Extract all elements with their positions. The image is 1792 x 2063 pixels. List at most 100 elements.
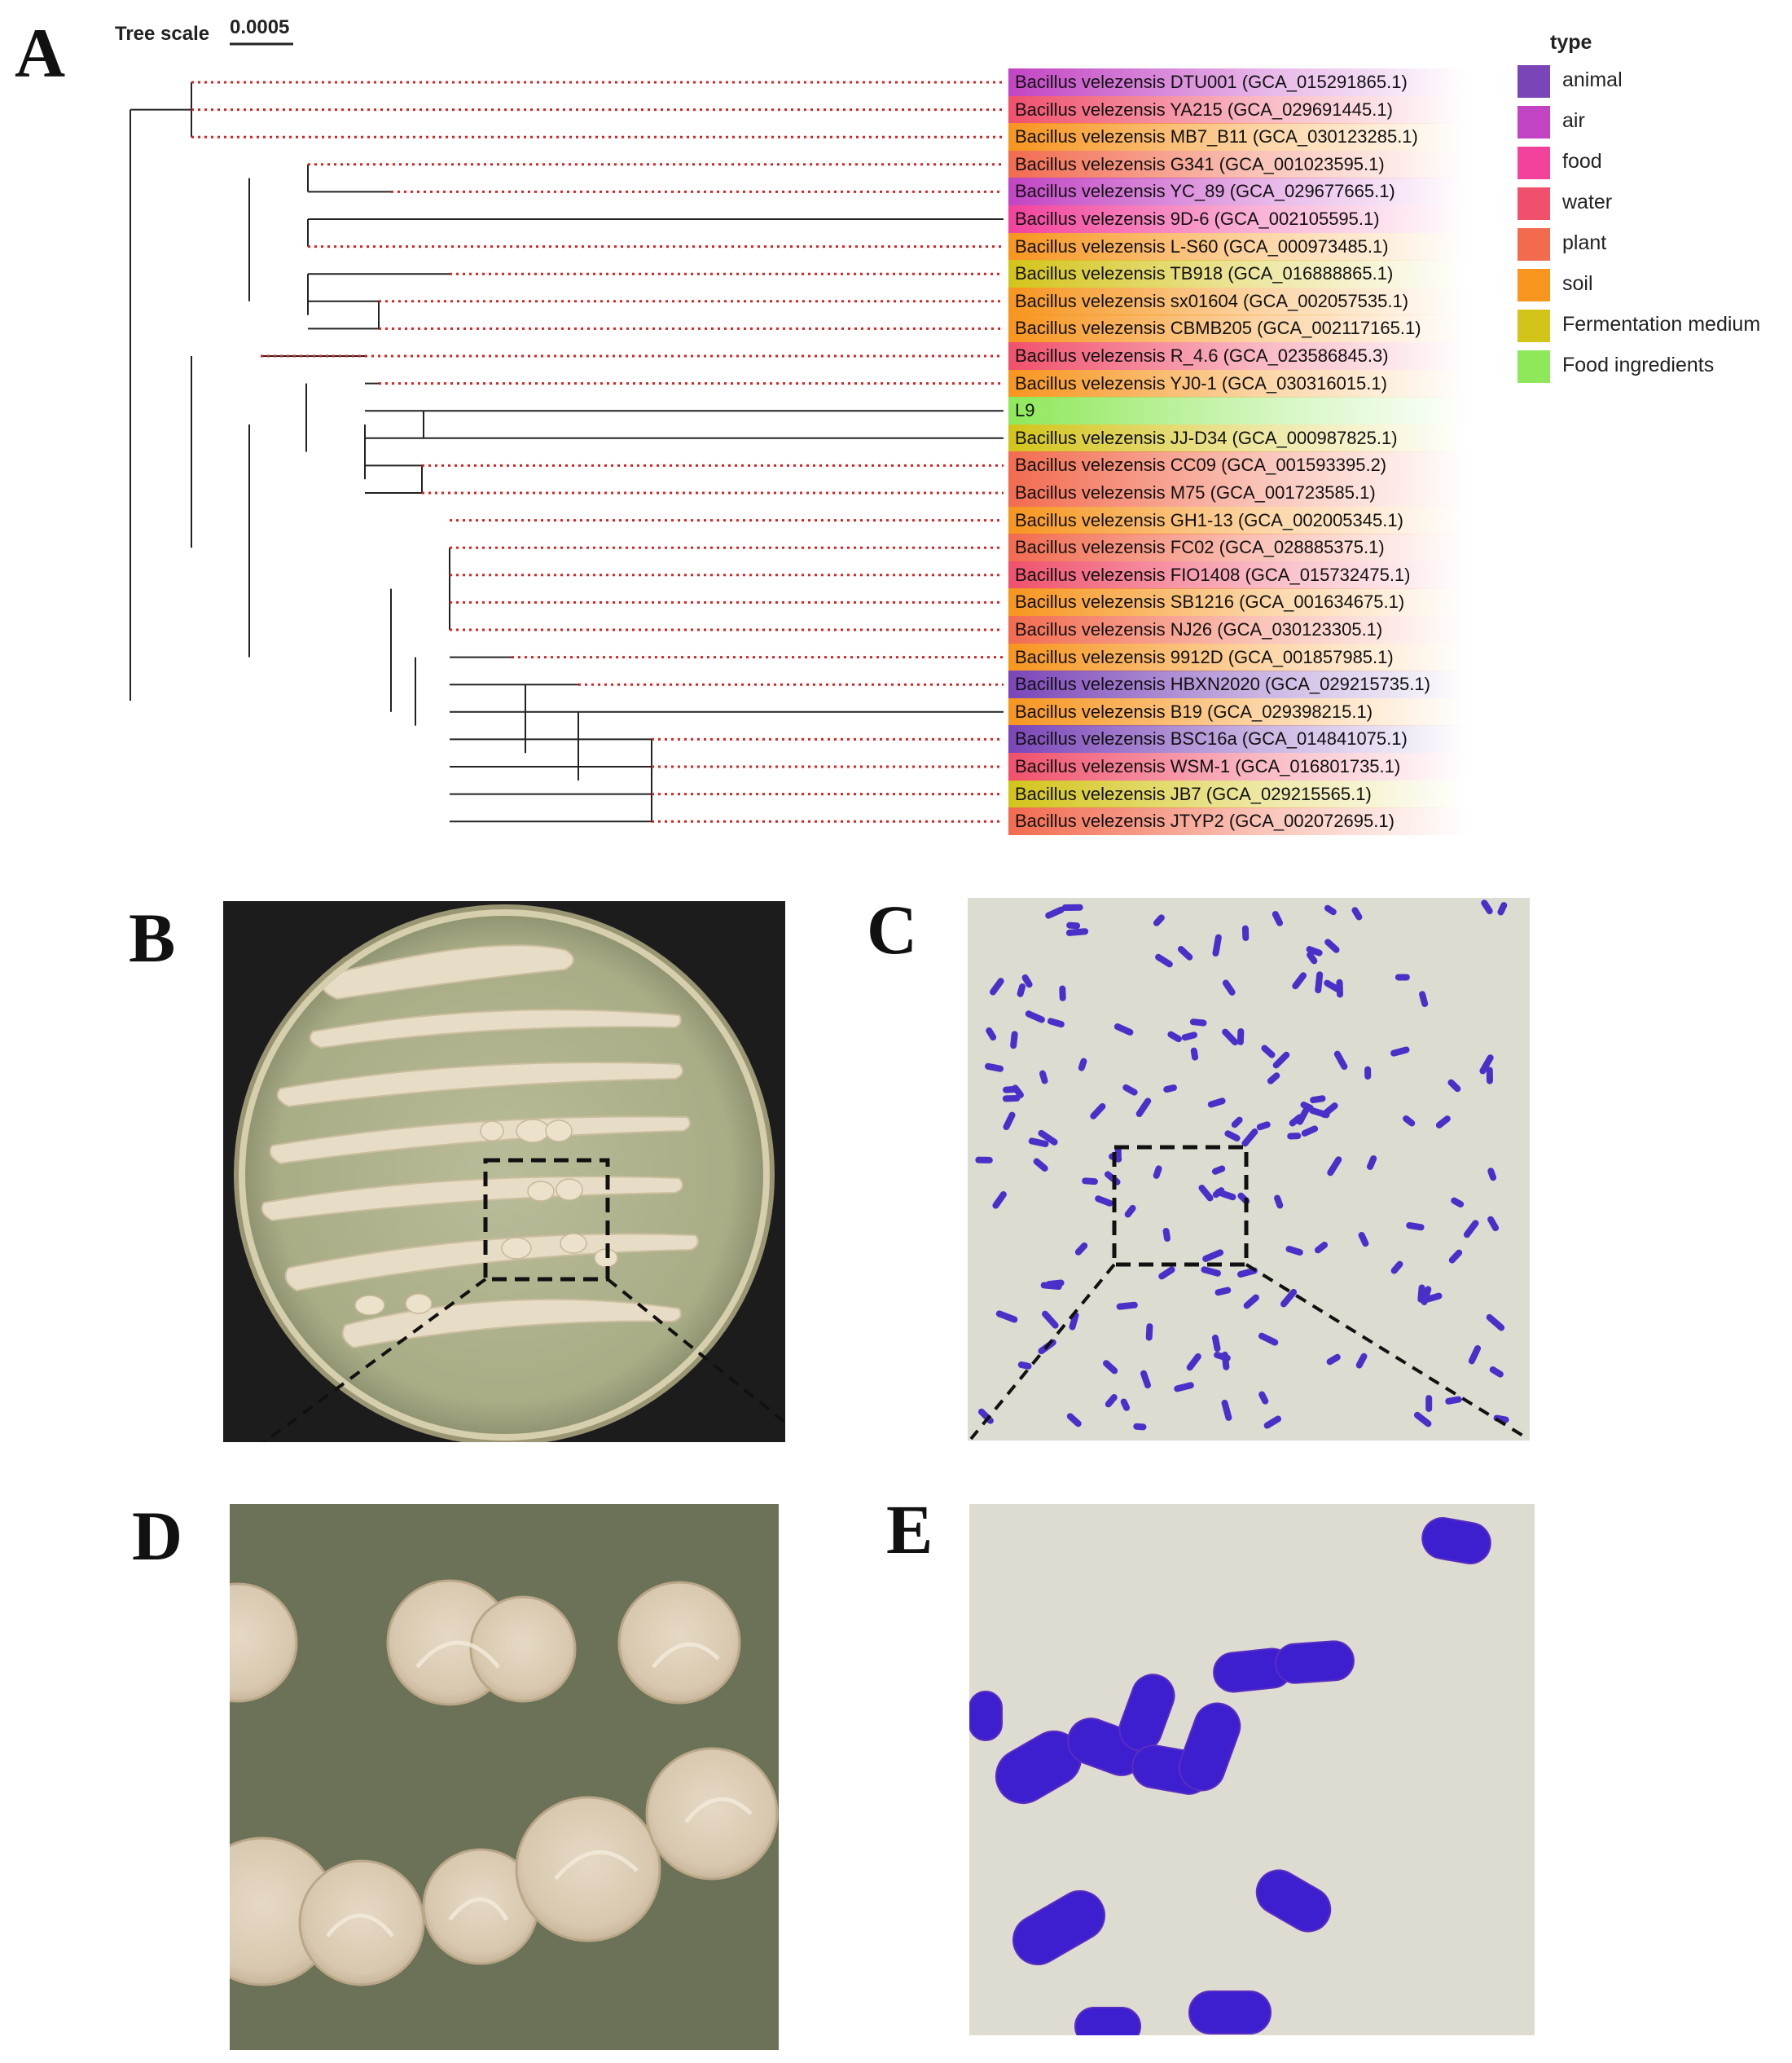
bacterium-rod	[1045, 1279, 1065, 1288]
legend-label: soil	[1562, 272, 1593, 295]
panel-label-b: B	[129, 899, 176, 977]
legend-label: Food ingredients	[1562, 354, 1715, 376]
bacterium-rod	[1133, 1423, 1147, 1431]
bacterium-rod	[1287, 1133, 1302, 1140]
bacterium-rod	[986, 1027, 997, 1041]
bacterium-rod	[1082, 1177, 1098, 1185]
bacterium-rod	[1158, 1266, 1175, 1280]
bacterium-rod	[1163, 1084, 1177, 1093]
bacterium-rod	[1489, 1366, 1504, 1378]
bacterium-rod	[1274, 1194, 1284, 1209]
bacterium-rod	[1162, 1227, 1171, 1242]
bacterium-rod	[1327, 1156, 1342, 1177]
bacterium-rod	[1366, 1155, 1377, 1170]
legend-swatch	[1517, 106, 1550, 139]
tree-leaf-label: Bacillus velezensis G341 (GCA_001023595.…	[1008, 150, 1467, 178]
bacterium-rod	[1351, 907, 1363, 921]
tree-leaf-label: Bacillus velezensis 9912D (GCA_001857985…	[1008, 643, 1467, 671]
legend-label: air	[1562, 109, 1585, 132]
tree-leaf-label: Bacillus velezensis L-S60 (GCA_000973485…	[1008, 232, 1467, 261]
bacterium-rod	[1145, 1323, 1153, 1341]
bacterium-rod	[1021, 974, 1033, 988]
bacterium-rod	[975, 1156, 993, 1163]
bacterium-rod	[1078, 1058, 1087, 1071]
bacterium-rod	[1066, 922, 1081, 930]
bacterium-rod	[1177, 946, 1193, 961]
tree-leaf-label: Bacillus velezensis TB918 (GCA_016888865…	[1008, 260, 1467, 288]
bacterium-rod	[1390, 1260, 1403, 1274]
bacterium-rod	[1324, 939, 1340, 953]
bacterium-rod	[1463, 1220, 1479, 1238]
bacterium-rod	[1167, 1031, 1182, 1043]
bacterium-rod	[1212, 1187, 1225, 1199]
bacterium-rod	[1059, 985, 1066, 1001]
tree-leaf-label: Bacillus velezensis BSC16a (GCA_01484107…	[1008, 725, 1467, 754]
tree-leaf-label: Bacillus velezensis DTU001 (GCA_01529186…	[1008, 68, 1467, 96]
bacterium-rod	[1301, 1125, 1319, 1137]
bacterium-rod	[1140, 1370, 1151, 1389]
bacterium-rod	[990, 978, 1004, 996]
bacterium-rod	[1010, 1031, 1018, 1049]
tree-leaf-label: Bacillus velezensis YA215 (GCA_029691445…	[1008, 95, 1467, 124]
bacterium-rod	[1198, 1184, 1214, 1202]
tree-scale-label: Tree scale	[115, 23, 210, 45]
bacterium-rod	[1424, 1292, 1443, 1303]
bacterium-rod	[1186, 1353, 1201, 1371]
tree-leaf-label: Bacillus velezensis sx01604 (GCA_0020575…	[1008, 287, 1467, 315]
bacterium-rod	[1364, 1066, 1372, 1080]
bacterium-rod	[1042, 1310, 1059, 1329]
tree-leaf-label: Bacillus velezensis CC09 (GCA_001593395.…	[1008, 451, 1467, 480]
bacterium-rod	[1153, 1165, 1162, 1179]
legend-label: food	[1562, 150, 1602, 173]
bacterium-rod	[1497, 902, 1508, 916]
bacterium-rod	[1333, 1050, 1348, 1071]
bacterium-rod	[984, 1062, 1004, 1072]
bacterium-rod	[1310, 1095, 1326, 1104]
bacterium-rod	[977, 1408, 994, 1424]
bacterium-rod	[1324, 904, 1337, 916]
tree-leaf-label: Bacillus velezensis YC_89 (GCA_029677665…	[1008, 178, 1467, 206]
bacterium-rod	[1355, 1353, 1368, 1369]
bacterium-rod	[1468, 1344, 1482, 1365]
bacterium-rod	[1038, 1129, 1058, 1146]
bacterium-rod	[1448, 1249, 1463, 1264]
tree-leaf-label: Bacillus velezensis FIO1408 (GCA_0157324…	[1008, 561, 1467, 589]
tree-leaf-label: Bacillus velezensis M75 (GCA_001723585.1…	[1008, 479, 1467, 507]
bacterium-rod	[1390, 1046, 1410, 1057]
bacterium-rod	[1124, 1204, 1136, 1218]
bacterium-rod	[1419, 991, 1429, 1008]
bacterium-rod	[1181, 1032, 1197, 1041]
bacterium-rod	[995, 1310, 1018, 1323]
bacterium-rod	[1296, 1106, 1310, 1125]
panel-label-d: D	[132, 1497, 183, 1575]
bacterium-rod	[1221, 1399, 1232, 1421]
tree-leaf-label: Bacillus velezensis NJ26 (GCA_030123305.…	[1008, 616, 1467, 644]
bacterium-rod	[1324, 979, 1342, 993]
bacterium-rod	[1028, 1137, 1049, 1147]
bacterium-rod	[1243, 1294, 1259, 1309]
bacterium-rod	[1155, 953, 1173, 968]
colony-closeup-photo	[230, 1504, 779, 2050]
bacterium-rod	[1487, 1216, 1500, 1232]
bacterium-rod	[1261, 1045, 1276, 1058]
bacterium-rod	[1306, 946, 1323, 957]
legend-swatch	[1517, 350, 1550, 383]
bacterium-rod	[1105, 1394, 1118, 1408]
legend-label: water	[1562, 191, 1613, 213]
tree-leaf-label: Bacillus velezensis WSM-1 (GCA_016801735…	[1008, 753, 1467, 781]
bacterium-rod	[1120, 1398, 1131, 1411]
bacterium-rod	[1309, 1107, 1330, 1119]
bacterium-rod	[1033, 1158, 1048, 1172]
gram-stain-micrograph	[968, 898, 1530, 1441]
bacterium-rod	[1326, 1353, 1341, 1366]
bacterium-rod	[1272, 1051, 1290, 1069]
bacterium-rod	[1003, 1085, 1020, 1093]
bacterium-rod	[1189, 1018, 1207, 1027]
bacterium-rod	[1190, 1047, 1199, 1061]
bacterium-rod	[1285, 1245, 1303, 1256]
bacterium-rod	[1211, 1165, 1226, 1175]
bacterium-rod	[1267, 1072, 1280, 1084]
tree-leaf-label: Bacillus velezensis CBMB205 (GCA_0021171…	[1008, 315, 1467, 343]
bacterium-rod	[1236, 1028, 1245, 1045]
bacterium-rod	[1122, 1084, 1138, 1096]
